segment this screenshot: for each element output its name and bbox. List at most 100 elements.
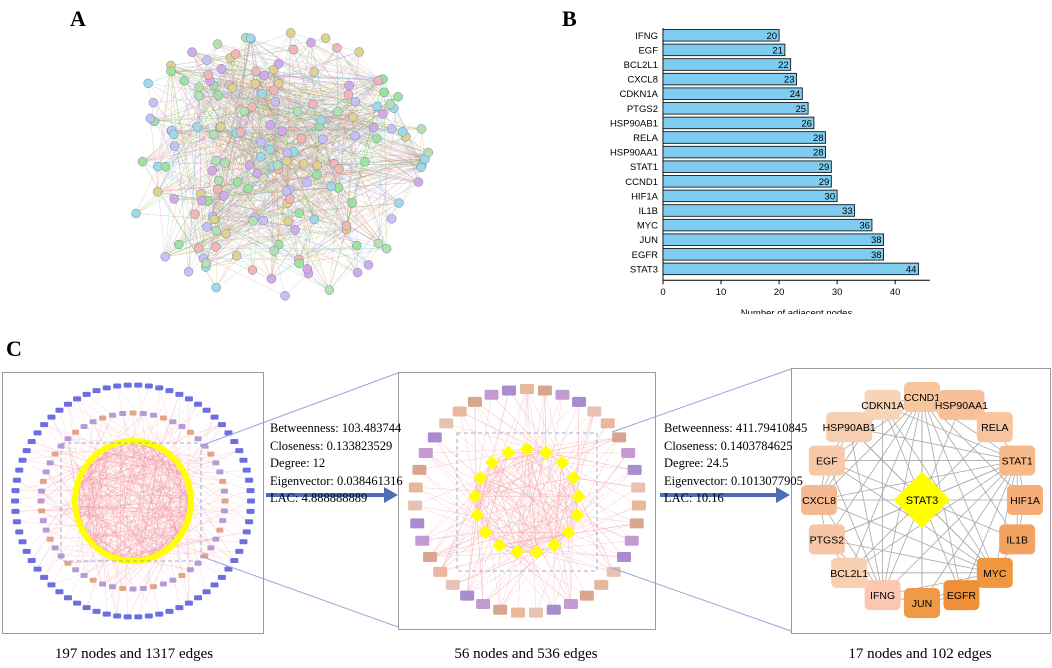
network-node [244,160,255,170]
bar-bcl2l1 [662,58,792,71]
network-node [178,573,186,579]
value-label-egf: 21 [772,45,783,56]
network-node [148,97,159,108]
network-node [64,436,72,442]
network-node [235,127,246,137]
network-node [265,144,275,155]
bar-egf [662,43,786,57]
node-stat1 [999,445,1036,476]
network-node [22,548,31,554]
network-node [393,91,403,102]
eigenvector-value: Eigenvector: 0.1013077905 [664,473,803,488]
network-node [145,113,156,124]
hub-node [501,445,516,460]
network-node [231,251,242,261]
node-label-egfr: EGFR [947,590,977,602]
network-node [89,419,97,425]
network-node [152,187,163,197]
network-node [80,573,88,579]
tick-label-il1b: IL1B [638,206,658,217]
network-node [316,115,326,125]
network-node [292,106,303,117]
network-node [213,175,224,186]
network-node [166,66,176,76]
network-node [277,126,288,136]
network-node [256,137,266,148]
network-node [326,181,336,192]
value-label-rela: 28 [813,133,824,144]
network-node [529,607,544,618]
network-node [169,419,177,425]
network-node [155,611,164,617]
network-node [629,518,644,529]
network-node [194,401,203,407]
network-node [22,448,31,454]
network-node [169,194,179,204]
network-node [73,396,82,402]
network-node [269,85,279,95]
network-node [47,414,56,420]
tick-label-ptgs2: PTGS2 [627,104,658,115]
network-node [372,101,382,112]
tick-label-cdkn1a: CDKN1A [619,89,658,100]
network-node [572,396,587,407]
network-node [216,469,224,475]
bar-ccnd1 [662,175,832,188]
node-label-hif1a: HIF1A [1010,495,1040,507]
tick-label-myc: MYC [637,221,658,232]
panel-label-a: A [70,6,86,31]
bar-cxcl8 [662,72,797,86]
network-node [274,59,284,69]
network-node [282,156,292,166]
network-node [57,553,65,559]
network-node [18,539,27,545]
node-label-egf: EGF [816,456,838,468]
network-node [255,152,266,162]
network-node [520,384,534,394]
network-node [348,112,358,122]
network-node [460,590,475,601]
network-node [190,209,200,219]
node-label-hsp90aa1: HSP90AA1 [935,400,988,412]
network-node [360,157,370,167]
network-node [274,78,284,89]
network-node [12,519,21,525]
node-rela [976,412,1013,443]
x-tick-label: 10 [716,287,727,298]
network-node [476,599,491,610]
network-node [587,406,602,417]
network-node [350,96,361,107]
network-node [415,535,430,546]
network-node [119,585,127,591]
network-node [175,605,184,611]
node-myc [976,557,1013,588]
network-node [113,383,122,389]
tick-label-ccnd1: CCND1 [625,177,658,188]
node-hsp90aa1 [938,389,985,420]
hub-node [538,445,553,460]
network-node [235,448,244,454]
network-node [184,600,193,606]
bar-stat3 [662,262,919,276]
network-node [230,439,239,445]
network-node [155,385,164,391]
network-node [298,159,309,169]
network-node [372,133,382,143]
betweenness-value: Betweenness: 411.79410845 [664,421,808,435]
network-node [412,464,427,475]
betweenness-value: Betweenness: 103.483744 [270,421,402,435]
network-node [433,566,448,577]
network-node [92,608,101,614]
network-node [33,566,42,572]
degree-value: Degree: 24.5 [664,456,729,470]
network-node [220,158,230,168]
node-ccnd1 [904,382,940,412]
hub-node [484,455,500,470]
network-node [502,385,517,396]
tick-label-stat3: STAT3 [630,264,658,275]
network-node [55,589,64,595]
network-node [211,225,222,236]
x-axis-label: Number of adjacent nodes [741,308,853,314]
network-node [308,99,318,110]
